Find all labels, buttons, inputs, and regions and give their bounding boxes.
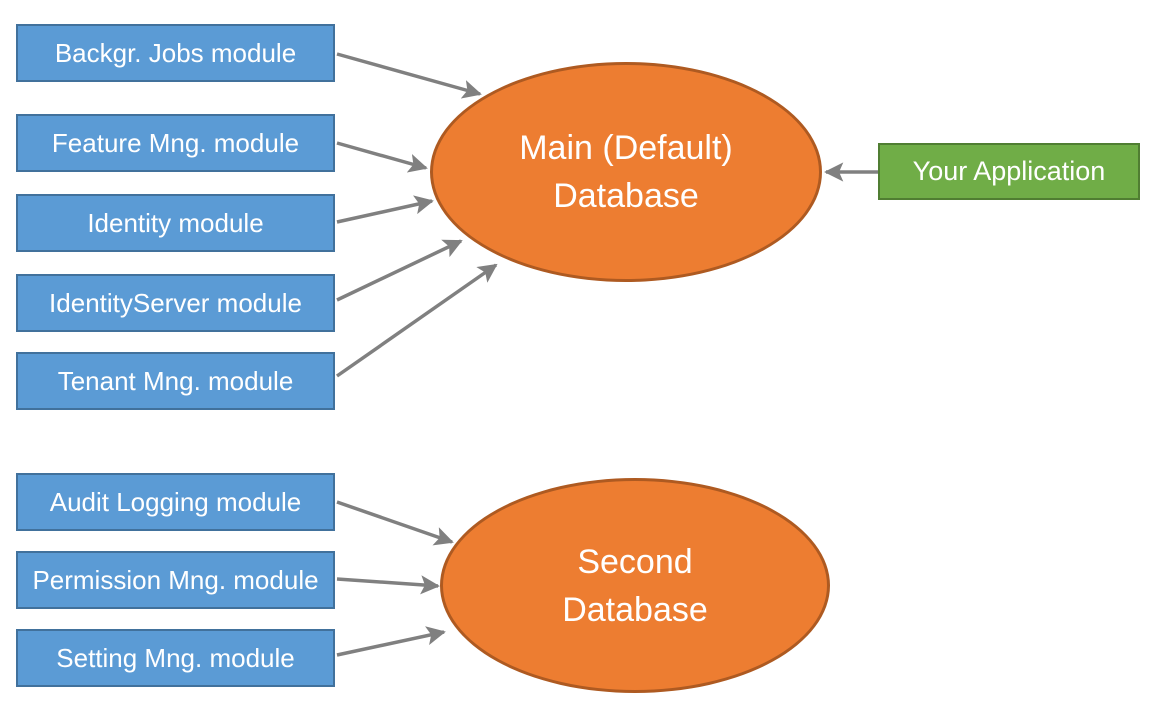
your-application-box: Your Application <box>878 143 1140 200</box>
module-box-feature-mng: Feature Mng. module <box>16 114 335 172</box>
module-label: Backgr. Jobs module <box>54 37 297 68</box>
module-label: IdentityServer module <box>49 287 302 318</box>
database-label-line1: Main (Default) <box>519 129 733 167</box>
database-label-line1: Second <box>577 542 693 581</box>
arrow-audit-logging-to-second-db <box>336 500 454 546</box>
arrow-setting-mng-to-second-db <box>336 626 446 657</box>
module-box-identityserver: IdentityServer module <box>16 274 335 332</box>
module-label: Audit Logging module <box>49 486 302 517</box>
module-box-permission-mng: Permission Mng. module <box>16 551 335 609</box>
arrow-backgr-jobs-to-main-db <box>336 52 482 99</box>
database-label-line2: Database <box>562 590 708 629</box>
database-label-line2: Database <box>553 177 699 215</box>
module-label: Permission Mng. module <box>32 564 319 595</box>
module-box-tenant-mng: Tenant Mng. module <box>16 352 335 410</box>
module-label: Tenant Mng. module <box>57 365 294 396</box>
arrow-identity-to-main-db <box>336 195 434 224</box>
module-label: Identity module <box>87 207 264 238</box>
arrow-tenant-mng-to-main-db <box>335 263 498 378</box>
arrow-identityserver-to-main-db <box>336 239 463 302</box>
second-database-ellipse: Second Database <box>440 478 830 693</box>
main-database-ellipse: Main (Default) Database <box>430 62 822 282</box>
module-label: Setting Mng. module <box>56 642 295 673</box>
module-box-audit-logging: Audit Logging module <box>16 473 335 531</box>
application-label: Your Application <box>912 156 1106 186</box>
arrow-feature-mng-to-main-db <box>336 141 428 173</box>
module-box-backgr-jobs: Backgr. Jobs module <box>16 24 335 82</box>
module-box-setting-mng: Setting Mng. module <box>16 629 335 687</box>
arrow-permission-mng-to-second-db <box>336 575 440 595</box>
module-label: Feature Mng. module <box>51 127 300 158</box>
module-box-identity: Identity module <box>16 194 335 252</box>
